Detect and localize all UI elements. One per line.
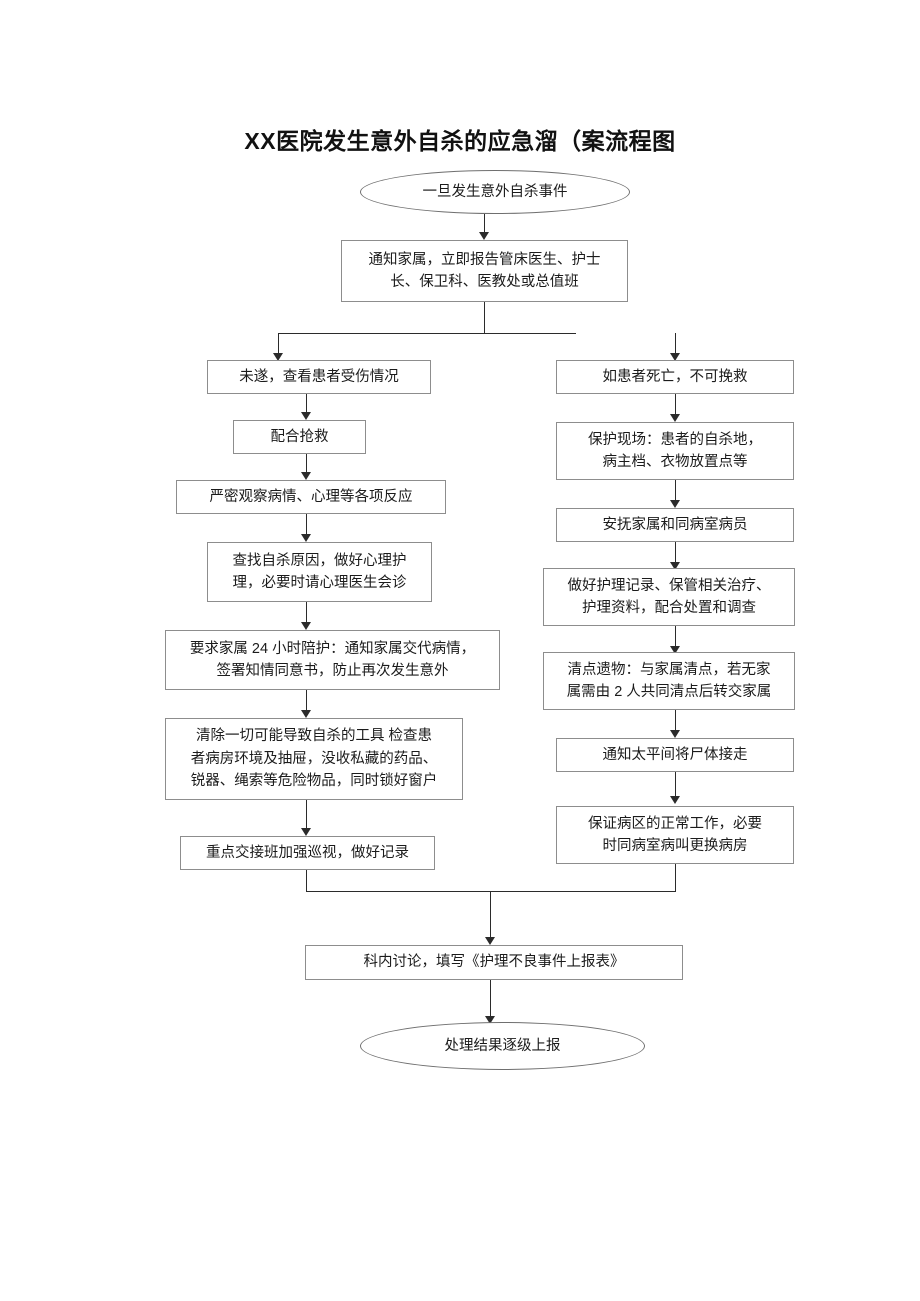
- connector-right-4-5: [675, 626, 676, 648]
- node-left-7-label: 重点交接班加强巡视，做好记录: [206, 844, 409, 861]
- connector-start-to-notify: [484, 214, 485, 234]
- connector-left-5-6: [306, 690, 307, 712]
- connector-right-3-4: [675, 542, 676, 564]
- node-left-2: 配合抢救: [233, 420, 366, 454]
- node-left-4-label: 查找自杀原因，做好心理护 理，必要时请心理医生会诊: [232, 552, 407, 591]
- node-left-3-label: 严密观察病情、心理等各项反应: [209, 488, 413, 505]
- connector-right-5-6: [675, 710, 676, 732]
- node-right-7-label: 保证病区的正常工作，必要 时同病室病叫更换病房: [588, 815, 762, 854]
- arrowhead-left-4-5: [301, 622, 311, 630]
- node-left-7: 重点交接班加强巡视，做好记录: [180, 836, 435, 870]
- node-left-6-label: 清除一切可能导致自杀的工具 检查患 者病房环境及抽屉，没收私藏的药品、 锐器、绳…: [190, 728, 438, 790]
- node-right-2-label: 保护现场：患者的自杀地， 病主档、衣物放置点等: [588, 431, 762, 470]
- arrowhead-right-4-5: [670, 646, 680, 654]
- node-right-3: 安抚家属和同病室病员: [556, 508, 794, 542]
- node-discussion-label: 科内讨论，填写《护理不良事件上报表》: [363, 954, 625, 971]
- node-left-6: 清除一切可能导致自杀的工具 检查患 者病房环境及抽屉，没收私藏的药品、 锐器、绳…: [165, 718, 463, 800]
- connector-left-1-2: [306, 394, 307, 414]
- arrowhead-left-5-6: [301, 710, 311, 718]
- node-discussion: 科内讨论，填写《护理不良事件上报表》: [305, 945, 683, 980]
- node-left-2-label: 配合抢救: [270, 428, 329, 445]
- node-end: 处理结果逐级上报: [360, 1022, 645, 1070]
- node-notify-label: 通知家属，立即报告管床医生、护士 长、保卫科、医教处或总值班: [368, 251, 601, 290]
- arrowhead-start-to-notify: [479, 232, 489, 240]
- arrowhead-split-left: [273, 353, 283, 361]
- arrowhead-split-right: [670, 353, 680, 361]
- connector-left-3-4: [306, 514, 307, 536]
- node-right-6: 通知太平间将尸体接走: [556, 738, 794, 772]
- arrowhead-discussion-to-end: [485, 1016, 495, 1024]
- connector-notify-stem: [484, 302, 485, 334]
- arrowhead-left-1-2: [301, 412, 311, 420]
- arrowhead-right-3-4: [670, 562, 680, 570]
- node-notify: 通知家属，立即报告管床医生、护士 长、保卫科、医教处或总值班: [341, 240, 628, 302]
- connector-left-6-7: [306, 800, 307, 830]
- arrowhead-right-1-2: [670, 414, 680, 422]
- node-right-6-label: 通知太平间将尸体接走: [602, 746, 748, 763]
- arrowhead-left-2-3: [301, 472, 311, 480]
- connector-merge-right-stem: [675, 864, 676, 892]
- node-right-2: 保护现场：患者的自杀地， 病主档、衣物放置点等: [556, 422, 794, 480]
- node-start: 一旦发生意外自杀事件: [360, 170, 630, 214]
- arrowhead-right-2-3: [670, 500, 680, 508]
- node-right-4: 做好护理记录、保管相关治疗、 护理资料，配合处置和调查: [543, 568, 795, 626]
- node-end-label: 处理结果逐级上报: [444, 1037, 561, 1054]
- connector-right-1-2: [675, 394, 676, 416]
- node-right-1: 如患者死亡，不可挽救: [556, 360, 794, 394]
- arrowhead-left-6-7: [301, 828, 311, 836]
- connector-right-6-7: [675, 772, 676, 798]
- connector-left-2-3: [306, 454, 307, 474]
- node-right-4-label: 做好护理记录、保管相关治疗、 护理资料，配合处置和调查: [567, 577, 771, 616]
- node-right-3-label: 安抚家属和同病室病员: [602, 516, 748, 533]
- node-left-4: 查找自杀原因，做好心理护 理，必要时请心理医生会诊: [207, 542, 432, 602]
- node-left-1: 未遂，查看患者受伤情况: [207, 360, 431, 394]
- node-left-1-label: 未遂，查看患者受伤情况: [239, 368, 399, 385]
- arrowhead-right-5-6: [670, 730, 680, 738]
- node-start-label: 一旦发生意外自杀事件: [422, 183, 568, 200]
- node-left-5-label: 要求家属 24 小时陪护：通知家属交代病情， 签署知情同意书，防止再次发生意外: [189, 640, 476, 679]
- connector-split-bar: [278, 333, 576, 334]
- connector-split-right: [675, 333, 676, 355]
- page-title: XX医院发生意外自杀的应急溜（案流程图: [244, 128, 676, 154]
- node-right-7: 保证病区的正常工作，必要 时同病室病叫更换病房: [556, 806, 794, 864]
- node-right-5-label: 清点遗物：与家属清点，若无家 属需由 2 人共同清点后转交家属: [566, 661, 772, 700]
- connector-merge-to-discussion: [490, 891, 491, 939]
- arrowhead-right-6-7: [670, 796, 680, 804]
- node-left-3: 严密观察病情、心理等各项反应: [176, 480, 446, 514]
- connector-right-2-3: [675, 480, 676, 502]
- arrowhead-merge-to-discussion: [485, 937, 495, 945]
- node-left-5: 要求家属 24 小时陪护：通知家属交代病情， 签署知情同意书，防止再次发生意外: [165, 630, 500, 690]
- connector-merge-left-stem: [306, 870, 307, 892]
- node-right-5: 清点遗物：与家属清点，若无家 属需由 2 人共同清点后转交家属: [543, 652, 795, 710]
- connector-merge-bar: [306, 891, 676, 892]
- connector-split-left: [278, 333, 279, 355]
- arrowhead-left-3-4: [301, 534, 311, 542]
- connector-discussion-to-end: [490, 980, 491, 1018]
- connector-left-4-5: [306, 602, 307, 624]
- node-right-1-label: 如患者死亡，不可挽救: [602, 368, 748, 385]
